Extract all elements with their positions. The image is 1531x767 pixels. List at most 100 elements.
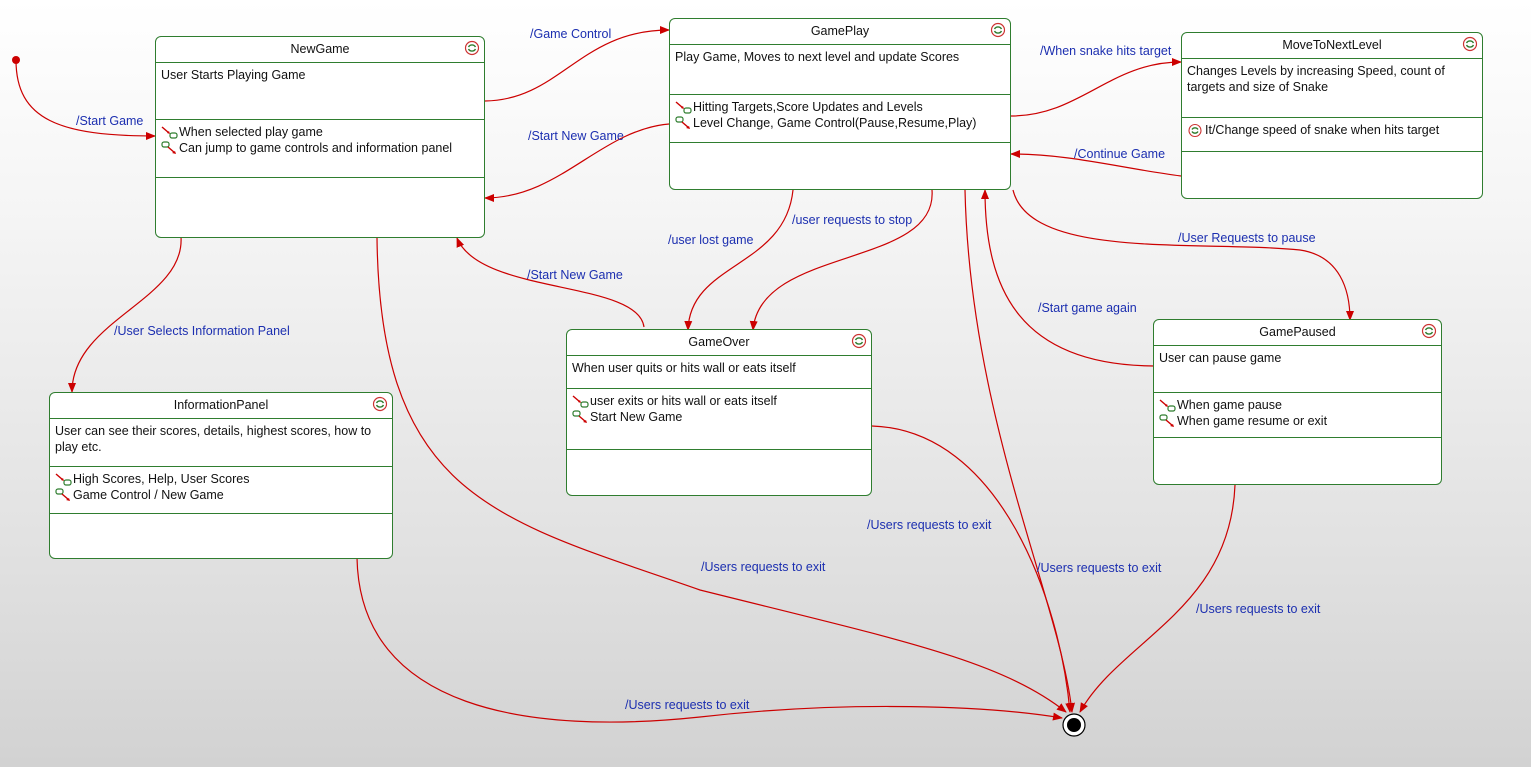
state-title: GamePlay: [670, 19, 1010, 45]
transition-label-user-requests-pause: /User Requests to pause: [1178, 231, 1316, 245]
state-name: NewGame: [290, 42, 350, 56]
state-empty-compartment: [50, 514, 392, 522]
state-title: GamePaused: [1154, 320, 1441, 346]
state-informationpanel[interactable]: InformationPanel User can see their scor…: [49, 392, 393, 559]
activity-item: Can jump to game controls and informatio…: [161, 140, 479, 156]
state-activities: When selected play game Can jump to game…: [156, 120, 484, 178]
transition-label-user-requests-stop: /user requests to stop: [792, 213, 913, 227]
edge-exit-newgame: [376, 237, 1067, 713]
activity-item: High Scores, Help, User Scores: [55, 471, 387, 487]
edge-start-new-game-from-over: [456, 237, 645, 328]
transition-label-exit-gamepaused: /Users requests to exit: [1196, 602, 1321, 616]
transition-label-user-lost-game: /user lost game: [668, 233, 754, 247]
transition-label-when-snake-hits-target: /When snake hits target: [1040, 44, 1172, 58]
activity-text: Hitting Targets,Score Updates and Levels: [693, 100, 923, 114]
state-activities: Hitting Targets,Score Updates and Levels…: [670, 95, 1010, 143]
activity-text: Start New Game: [590, 410, 683, 424]
state-title: NewGame: [156, 37, 484, 63]
edge-exit-gameplay: [964, 189, 1076, 713]
state-title: MoveToNextLevel: [1182, 33, 1482, 59]
edge-when-snake-hits-target: [1010, 58, 1182, 117]
edge-user-requests-pause: [1012, 189, 1354, 321]
transition-label-start-new-game-from-over: /Start New Game: [527, 268, 623, 282]
entry-activity-icon: [161, 125, 178, 139]
state-newgame[interactable]: NewGame User Starts Playing Game When se…: [155, 36, 485, 238]
state-name: GameOver: [688, 335, 750, 349]
refresh-icon: [990, 22, 1006, 38]
entry-activity-icon: [572, 394, 589, 408]
activity-text: user exits or hits wall or eats itself: [590, 394, 777, 408]
activity-item: Level Change, Game Control(Pause,Resume,…: [675, 115, 1005, 131]
do-activity-icon: [1188, 123, 1202, 137]
refresh-icon: [851, 333, 867, 349]
state-gameover[interactable]: GameOver When user quits or hits wall or…: [566, 329, 872, 496]
exit-activity-icon: [675, 115, 690, 129]
state-description: User can pause game: [1154, 346, 1441, 393]
edge-start-new-game-top: [484, 123, 670, 202]
refresh-icon: [1462, 36, 1478, 52]
activity-text: Game Control / New Game: [73, 488, 224, 502]
activity-item: When game resume or exit: [1159, 413, 1436, 429]
activity-text: High Scores, Help, User Scores: [73, 472, 250, 486]
state-description: Changes Levels by increasing Speed, coun…: [1182, 59, 1482, 118]
activity-item: Start New Game: [572, 409, 866, 425]
state-name: GamePaused: [1259, 325, 1336, 339]
exit-activity-icon: [55, 487, 70, 501]
state-empty-compartment: [670, 143, 1010, 151]
exit-activity-icon: [161, 140, 176, 154]
activity-item: user exits or hits wall or eats itself: [572, 393, 866, 409]
activity-item: Hitting Targets,Score Updates and Levels: [675, 99, 1005, 115]
state-activities: It/Change speed of snake when hits targe…: [1182, 118, 1482, 152]
transition-label-exit-gameover: /Users requests to exit: [867, 518, 992, 532]
transition-label-exit-gameplay: /Users requests to exit: [1037, 561, 1162, 575]
activity-item: When selected play game: [161, 124, 479, 140]
activity-text: Level Change, Game Control(Pause,Resume,…: [693, 116, 977, 130]
state-description: User Starts Playing Game: [156, 63, 484, 120]
state-name: InformationPanel: [173, 398, 269, 412]
activity-text: Can jump to game controls and informatio…: [179, 141, 453, 155]
transition-label-start-game: /Start Game: [76, 114, 144, 128]
state-title: InformationPanel: [50, 393, 392, 419]
transition-label-game-control: /Game Control: [530, 27, 612, 41]
refresh-icon: [1421, 323, 1437, 339]
activity-item: Game Control / New Game: [55, 487, 387, 503]
final-state: [1062, 713, 1086, 737]
edge-continue-game: [1010, 150, 1182, 177]
state-movetonextlevel[interactable]: MoveToNextLevel Changes Levels by increa…: [1181, 32, 1483, 199]
state-activities: High Scores, Help, User Scores Game Cont…: [50, 467, 392, 514]
edge-game-control: [484, 26, 670, 102]
state-activities: user exits or hits wall or eats itself S…: [567, 389, 871, 450]
transition-label-continue-game: /Continue Game: [1074, 147, 1166, 161]
state-gamepaused[interactable]: GamePaused User can pause game When game…: [1153, 319, 1442, 485]
state-description: When user quits or hits wall or eats its…: [567, 356, 871, 389]
state-description: Play Game, Moves to next level and updat…: [670, 45, 1010, 95]
edge-start-game-again: [981, 189, 1155, 367]
state-name: MoveToNextLevel: [1282, 38, 1382, 52]
state-empty-compartment: [567, 450, 871, 458]
activity-text: When game pause: [1177, 398, 1282, 412]
entry-activity-icon: [55, 472, 72, 486]
activity-item: It/Change speed of snake when hits targe…: [1187, 122, 1477, 138]
edge-user-requests-stop: [749, 189, 933, 331]
refresh-icon: [464, 40, 480, 56]
transition-label-start-new-game: /Start New Game: [528, 129, 624, 143]
edge-start-game: [15, 59, 156, 140]
state-empty-compartment: [1182, 152, 1482, 160]
activity-text: When game resume or exit: [1177, 414, 1328, 428]
activity-text: When selected play game: [179, 125, 323, 139]
edge-exit-gamepaused: [1079, 484, 1236, 713]
edge-user-selects-info-panel: [68, 236, 182, 393]
transition-label-start-game-again: /Start game again: [1038, 301, 1137, 315]
state-empty-compartment: [156, 178, 484, 186]
state-empty-compartment: [1154, 438, 1441, 446]
exit-activity-icon: [1159, 413, 1174, 427]
edge-exit-infopanel: [356, 557, 1063, 723]
entry-activity-icon: [1159, 398, 1176, 412]
entry-activity-icon: [675, 100, 692, 114]
edge-user-lost-game: [684, 189, 794, 331]
state-name: GamePlay: [810, 24, 870, 38]
transition-label-exit-infopanel: /Users requests to exit: [625, 698, 750, 712]
state-gameplay[interactable]: GamePlay Play Game, Moves to next level …: [669, 18, 1011, 190]
refresh-icon: [372, 396, 388, 412]
transition-label-user-selects-info-panel: /User Selects Information Panel: [114, 324, 290, 338]
